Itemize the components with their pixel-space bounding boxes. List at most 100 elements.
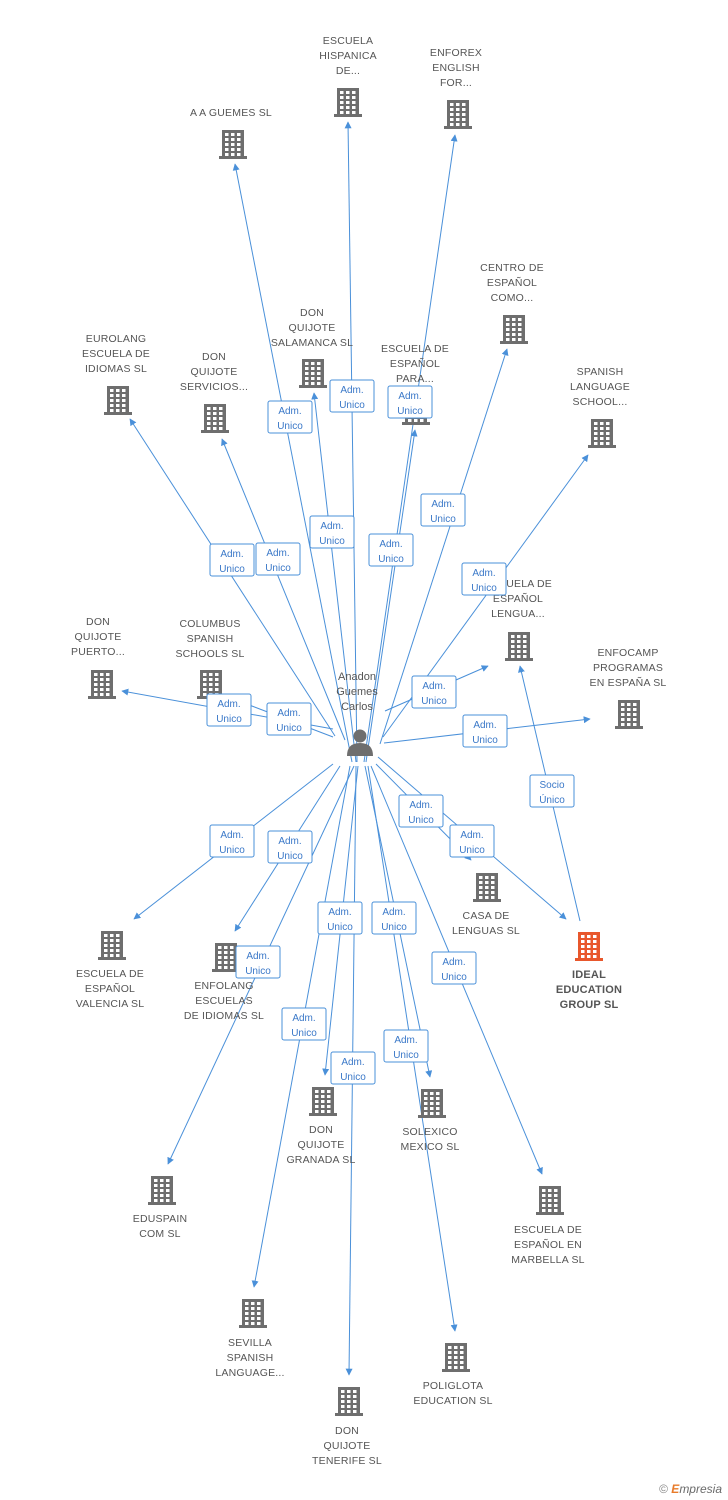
- building-icon-poliglota[interactable]: [442, 1343, 470, 1372]
- building-window: [315, 1110, 319, 1113]
- edge-to-centro-de-espanol-label[interactable]: Adm.Unico: [420, 493, 466, 527]
- building-icon-a-a-guemes[interactable]: [219, 130, 247, 159]
- edge-to-escuela-de-espanol-para[interactable]: [365, 429, 418, 763]
- building-window: [327, 1100, 331, 1103]
- building-window: [311, 382, 315, 385]
- building-window: [621, 713, 625, 716]
- edge-to-enfolang-label[interactable]: Adm.Unico: [267, 830, 313, 864]
- building-window: [424, 1102, 428, 1105]
- building-base: [334, 114, 362, 117]
- building-window: [621, 723, 625, 726]
- edge-to-escuela-marbella-label[interactable]: Adm.Unico: [431, 951, 477, 985]
- building-icon-eurolang[interactable]: [104, 386, 132, 415]
- edge-to-don-quijote-puerto-label[interactable]: Adm.Unico: [206, 693, 252, 727]
- building-icon-don-quijote-puerto[interactable]: [88, 670, 116, 699]
- edge-to-escuela-de-espanol-para-label-line: Adm.: [379, 539, 402, 550]
- edge-to-spanish-language-school-label[interactable]: Adm.Unico: [461, 562, 507, 596]
- edge-to-ideal-education-label[interactable]: Adm.Unico: [449, 824, 495, 858]
- person-body: [347, 743, 373, 756]
- building-icon-enforex[interactable]: [444, 100, 472, 129]
- edge-to-solexico-label-line: Adm.: [382, 907, 405, 918]
- edge-to-escuela-valencia-label[interactable]: Adm.Unico: [209, 824, 255, 858]
- building-window: [327, 1110, 331, 1113]
- node-label-don-quijote-servicios-line: QUIJOTE: [191, 366, 238, 378]
- building-window: [430, 1092, 434, 1095]
- building-window: [352, 96, 356, 99]
- node-label-enfolang-line: ESCUELAS: [195, 995, 253, 1007]
- edge-to-columbus-label[interactable]: Adm.Unico: [266, 702, 312, 736]
- edge-to-don-quijote-salamanca[interactable]: [311, 392, 357, 763]
- edge-to-enfocamp-label[interactable]: Adm.Unico: [462, 714, 508, 748]
- edge-to-eduspain-label[interactable]: Adm.Unico: [235, 945, 281, 979]
- edge-to-escuela-de-espanol-para-label[interactable]: Adm.Unico: [368, 533, 414, 567]
- edge-to-escuela-hispanica[interactable]: [344, 121, 358, 763]
- building-window: [554, 1189, 558, 1192]
- building-window: [517, 640, 521, 643]
- building-icon-escuela-valencia[interactable]: [98, 931, 126, 960]
- edge-to-don-quijote-servicios[interactable]: [221, 438, 346, 741]
- building-window: [315, 1100, 319, 1103]
- building-icon-don-quijote-salamanca[interactable]: [299, 359, 327, 388]
- building-icon-don-quijote-tenerife[interactable]: [335, 1387, 363, 1416]
- edge-to-sevilla-spanish-label-text: Adm.Unico: [291, 1013, 317, 1039]
- building-icon-escuela-marbella[interactable]: [536, 1186, 564, 1215]
- edge-to-sevilla-spanish-label[interactable]: Adm.Unico: [281, 1007, 327, 1041]
- building-window: [219, 417, 223, 420]
- edge-to-casa-de-lenguas-label[interactable]: Adm.Unico: [398, 794, 444, 828]
- building-icon-don-quijote-granada[interactable]: [309, 1087, 337, 1116]
- edge-to-don-quijote-servicios-label[interactable]: Adm.Unico: [255, 542, 301, 576]
- edge-to-eurolang[interactable]: [129, 418, 336, 737]
- edge-to-enforex-label[interactable]: Adm.Unico: [387, 385, 433, 419]
- building-window: [353, 1390, 357, 1393]
- node-label-escuela-valencia-line: ESPAÑOL: [85, 982, 135, 995]
- edge-to-centro-de-espanol[interactable]: [379, 348, 509, 745]
- edge-to-enfocamp-label-text: Adm.Unico: [472, 720, 498, 746]
- building-window: [448, 1356, 452, 1359]
- building-window: [305, 367, 309, 370]
- building-window: [154, 1184, 158, 1187]
- person-icon[interactable]: [347, 729, 373, 757]
- edge-to-solexico-label[interactable]: Adm.Unico: [371, 901, 417, 935]
- building-icon-enfolang[interactable]: [212, 943, 240, 972]
- edge-to-escuela-espanol-lengua-label-box: [411, 675, 457, 709]
- building-icon-enfocamp[interactable]: [615, 700, 643, 729]
- building-window: [454, 1356, 458, 1359]
- building-icon-casa-de-lenguas[interactable]: [473, 873, 501, 902]
- edge-to-casa-de-lenguas-label-line: Adm.: [409, 800, 432, 811]
- building-icon-ideal-education[interactable]: [575, 932, 603, 961]
- building-window: [100, 683, 104, 686]
- building-window: [450, 108, 454, 111]
- edge-to-a-a-guemes[interactable]: [232, 163, 353, 763]
- edge-to-escuela-espanol-lengua-label[interactable]: Adm.Unico: [411, 675, 457, 709]
- building-icon-don-quijote-servicios[interactable]: [201, 404, 229, 433]
- edge-to-enfolang-label-line: Unico: [277, 851, 303, 862]
- building-window: [215, 683, 219, 686]
- edge-to-a-a-guemes-label[interactable]: Adm.Unico: [267, 400, 313, 434]
- edge-to-don-quijote-salamanca-label[interactable]: Adm.Unico: [309, 515, 355, 549]
- building-icon-spanish-language-school[interactable]: [588, 419, 616, 448]
- edge-to-a-a-guemes-label-text: Adm.Unico: [277, 406, 303, 432]
- edge-to-don-quijote-granada-label[interactable]: Adm.Unico: [317, 901, 363, 935]
- building-window: [450, 113, 454, 116]
- building-window: [414, 419, 418, 422]
- building-icon-centro-de-espanol[interactable]: [500, 315, 528, 344]
- edge-to-poliglota-label[interactable]: Adm.Unico: [383, 1029, 429, 1063]
- building-icon-escuela-espanol-lengua[interactable]: [505, 632, 533, 661]
- brand-logo[interactable]: Empresia: [671, 1482, 722, 1496]
- building-base: [418, 1115, 446, 1118]
- edge-to-enforex[interactable]: [363, 134, 458, 763]
- building-icon-sevilla-spanish[interactable]: [239, 1299, 267, 1328]
- edge-to-eurolang-label[interactable]: Adm.Unico: [209, 543, 255, 577]
- edge-to-don-quijote-tenerife-label[interactable]: Adm.Unico: [330, 1051, 376, 1085]
- building-window: [518, 318, 522, 321]
- edge-to-escuela-hispanica-label[interactable]: Adm.Unico: [329, 379, 375, 413]
- building-icon-eduspain[interactable]: [148, 1176, 176, 1205]
- building-window: [218, 951, 222, 954]
- building-window: [166, 1194, 170, 1197]
- building-icon-solexico[interactable]: [418, 1089, 446, 1118]
- building-icon-escuela-hispanica[interactable]: [334, 88, 362, 117]
